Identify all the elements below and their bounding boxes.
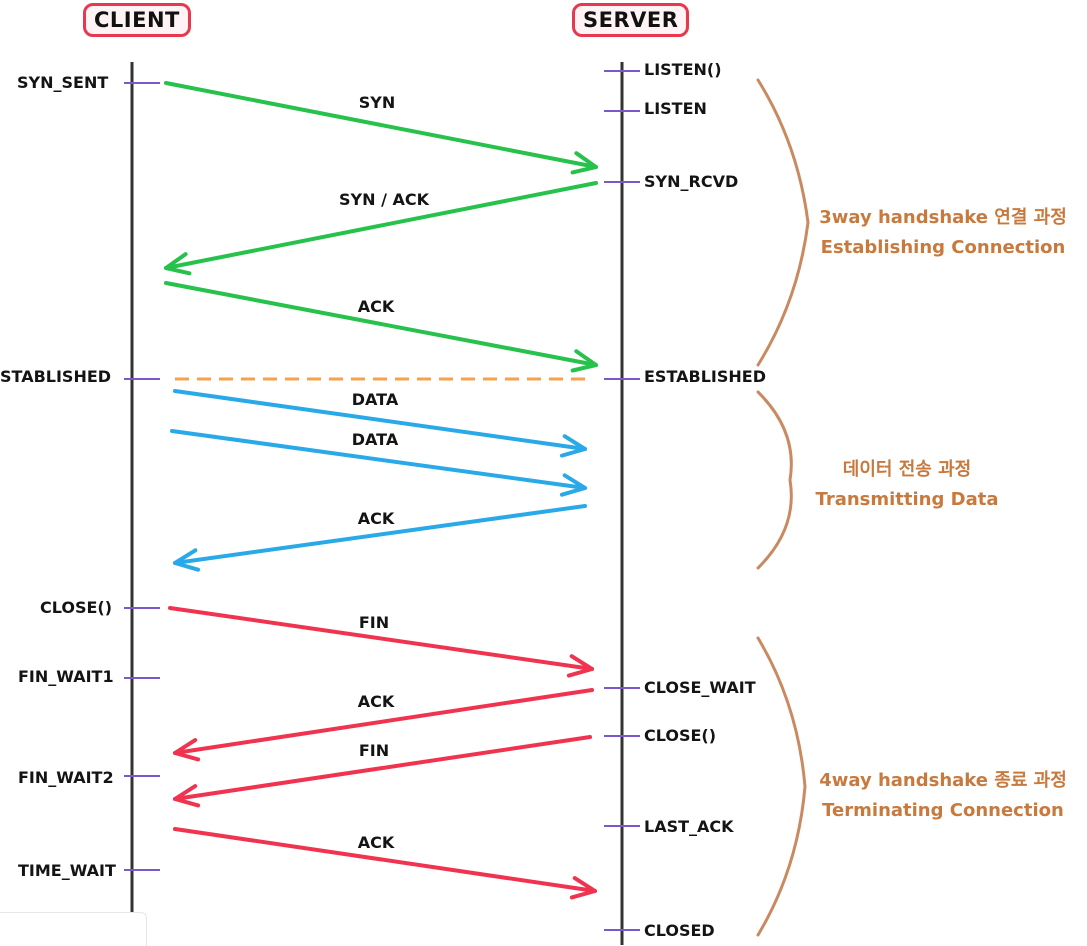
message-arrow-0 <box>164 81 598 169</box>
client-state-close: CLOSE() <box>40 598 113 617</box>
message-arrowhead-2 <box>570 349 598 373</box>
message-label-ack-3: ACK <box>357 692 395 711</box>
message-arrowhead-1 <box>164 252 192 276</box>
server-state-listen: LISTEN <box>644 99 707 118</box>
server-state-syn-rcvd: SYN_RCVD <box>644 172 739 191</box>
message-arrowhead-6 <box>566 654 594 678</box>
message-label-syn: SYN <box>358 93 396 112</box>
message-arrow-9 <box>173 827 597 893</box>
message-arrow-2 <box>164 281 598 367</box>
message-label-ack-4: ACK <box>357 833 395 852</box>
phase-transmitting-english: Transmitting Data <box>815 489 999 510</box>
phase-establishing-korean: 3way handshake 연결 과정 <box>819 207 1067 228</box>
message-label-ack-2: ACK <box>357 509 395 528</box>
message-arrowhead-5 <box>173 548 201 572</box>
overlay-box <box>0 912 147 946</box>
phase-terminating-korean: 4way handshake 종료 과정 <box>819 770 1067 791</box>
server-state-close: CLOSE() <box>644 726 717 745</box>
phase-terminating: 4way handshake 종료 과정 Terminating Connect… <box>819 766 1067 826</box>
message-arrow-1 <box>164 181 598 270</box>
phase-transmitting-korean: 데이터 전송 과정 <box>842 459 972 480</box>
message-arrow-6 <box>168 606 594 671</box>
message-arrowhead-0 <box>570 151 598 175</box>
client-state-established: STABLISHED <box>0 367 112 386</box>
message-label-ack-1: ACK <box>357 297 395 316</box>
message-arrow-3 <box>173 389 587 451</box>
message-label-syn-ack: SYN / ACK <box>338 190 430 209</box>
phase-brace-1 <box>756 390 793 570</box>
message-label-data-1: DATA <box>351 390 399 409</box>
phase-transmitting: 데이터 전송 과정 Transmitting Data <box>816 455 999 515</box>
server-state-listen-call: LISTEN() <box>644 60 722 79</box>
server-state-last-ack: LAST_ACK <box>644 817 734 836</box>
message-label-data-2: DATA <box>351 430 399 449</box>
client-state-time-wait: TIME_WAIT <box>18 861 116 880</box>
message-arrowhead-9 <box>569 876 597 900</box>
client-state-syn-sent: SYN_SENT <box>17 73 109 92</box>
message-label-fin-1: FIN <box>358 613 390 632</box>
client-header: CLIENT <box>83 3 191 37</box>
message-arrow-8 <box>173 735 592 801</box>
phase-establishing: 3way handshake 연결 과정 Establishing Connec… <box>819 203 1067 263</box>
message-arrowhead-7 <box>173 738 201 762</box>
phase-establishing-english: Establishing Connection <box>820 237 1066 258</box>
message-arrowhead-8 <box>173 784 201 808</box>
message-arrow-5 <box>173 504 587 565</box>
phase-brace-0 <box>756 78 810 367</box>
phase-brace-2 <box>756 636 807 937</box>
message-label-fin-2: FIN <box>358 741 390 760</box>
message-arrow-4 <box>170 429 587 490</box>
client-state-fin-wait1: FIN_WAIT1 <box>18 667 114 686</box>
message-arrow-7 <box>173 688 594 755</box>
message-arrowhead-4 <box>559 473 587 497</box>
server-state-established: ESTABLISHED <box>644 367 766 386</box>
message-arrowhead-3 <box>559 434 587 458</box>
phase-terminating-english: Terminating Connection <box>822 800 1064 821</box>
server-header: SERVER <box>572 3 690 37</box>
server-state-closed: CLOSED <box>644 921 715 940</box>
client-state-fin-wait2: FIN_WAIT2 <box>18 768 114 787</box>
server-state-close-wait: CLOSE_WAIT <box>644 678 756 697</box>
